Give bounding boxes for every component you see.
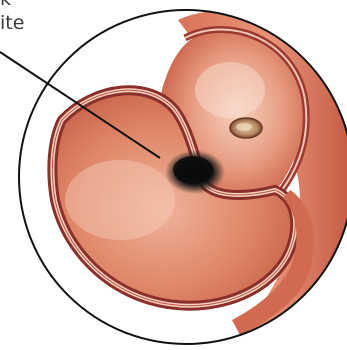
callout-label-line2: ite [0,11,24,35]
callout-label-line1: k [0,0,11,11]
